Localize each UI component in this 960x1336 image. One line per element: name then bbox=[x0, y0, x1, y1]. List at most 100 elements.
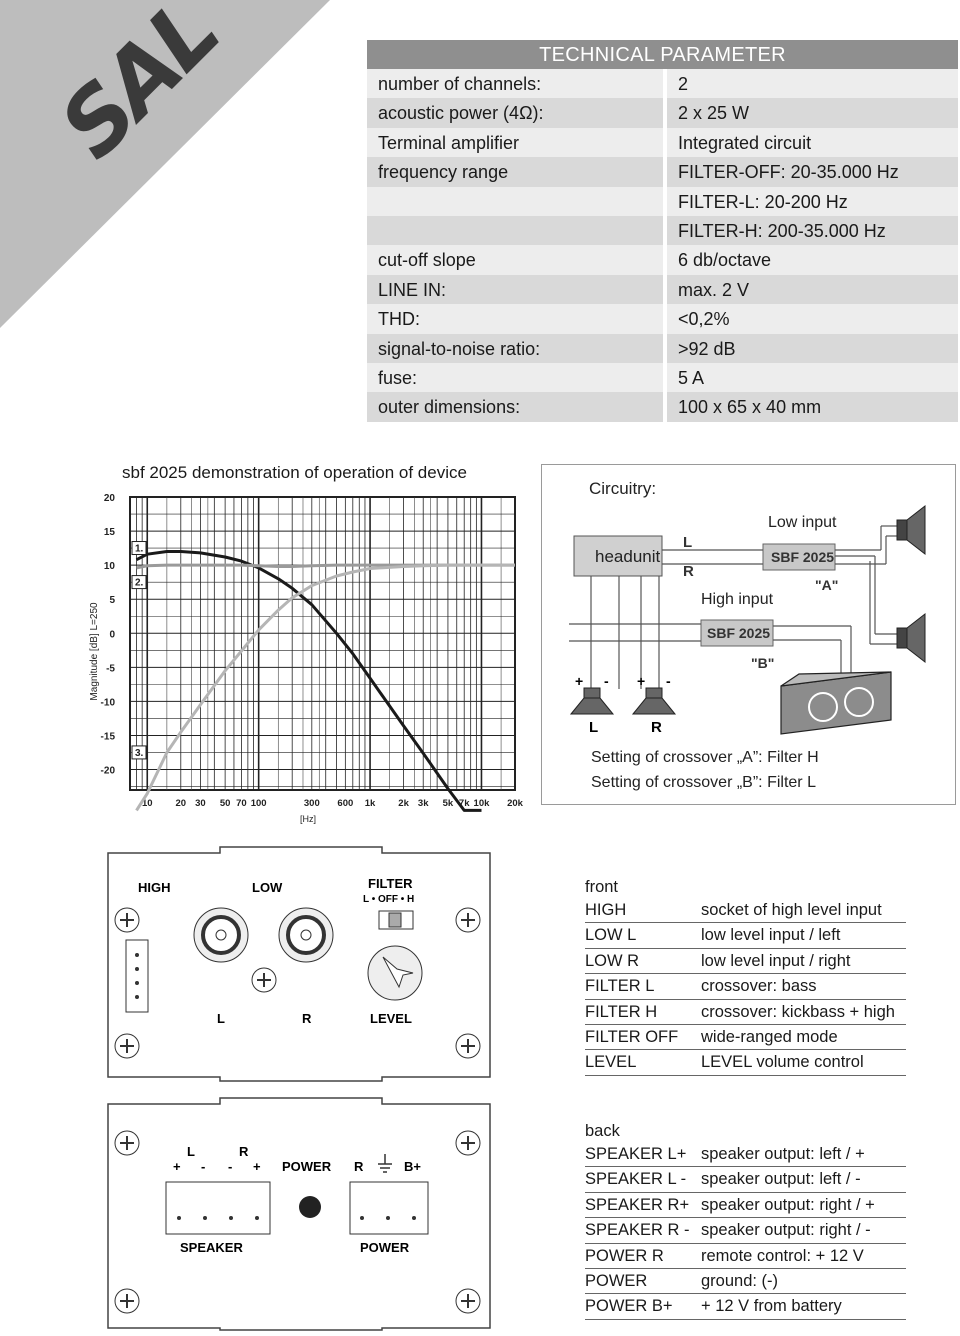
front-panel-drawing: HIGH LOW FILTER L • OFF • H L R LEVEL bbox=[107, 846, 491, 1082]
x-tick-label: 600 bbox=[337, 798, 353, 809]
speaker-terminal-block bbox=[165, 1181, 271, 1235]
sbf-b-box bbox=[700, 619, 774, 647]
table-row: POWER B++ 12 V from battery bbox=[585, 1294, 906, 1320]
level-knob bbox=[367, 945, 423, 1001]
spec-label: cut-off slope bbox=[367, 245, 663, 275]
spec-separator bbox=[663, 127, 667, 158]
series-3-line bbox=[135, 563, 515, 812]
back-bplus-term: B+ bbox=[404, 1159, 421, 1174]
front-low-label: LOW bbox=[252, 880, 283, 895]
front-table-header: front bbox=[585, 878, 619, 896]
spec-value: >92 dB bbox=[667, 333, 958, 363]
spec-row: FILTER-L: 20-200 Hz bbox=[367, 186, 958, 216]
row-key: SPEAKER R - bbox=[585, 1221, 690, 1240]
x-tick-label: 1k bbox=[365, 798, 376, 809]
back-r-term: R bbox=[354, 1159, 364, 1174]
sbf-b-label: SBF 2025 bbox=[707, 625, 770, 641]
spec-separator bbox=[663, 333, 667, 363]
back-term-3: - bbox=[228, 1159, 232, 1174]
row-key: POWER B+ bbox=[585, 1297, 673, 1316]
spec-value: max. 2 V bbox=[667, 274, 958, 305]
sbf-a-box bbox=[762, 543, 836, 571]
spec-row: fuse:5 A bbox=[367, 362, 958, 393]
row-description: remote control: + 12 V bbox=[701, 1246, 864, 1265]
spec-title: TECHNICAL PARAMETER bbox=[367, 40, 958, 69]
series-2-line bbox=[136, 563, 515, 570]
subwoofer-box bbox=[780, 671, 892, 735]
y-tick-label: 5 bbox=[109, 595, 115, 606]
spec-value: FILTER-L: 20-200 Hz bbox=[667, 186, 958, 216]
x-tick-label: 300 bbox=[304, 798, 320, 809]
row-key: SPEAKER L+ bbox=[585, 1145, 687, 1163]
back-table: back SPEAKER L+ speaker output: left / + S… bbox=[585, 1117, 906, 1320]
y-tick-label: -10 bbox=[101, 697, 116, 708]
y-tick-label: -5 bbox=[106, 663, 115, 674]
x-tick-label: 2k bbox=[398, 798, 409, 809]
front-r-label: R bbox=[302, 1011, 312, 1026]
demo-title: sbf 2025 demonstration of operation of d… bbox=[122, 463, 467, 482]
row-key: FILTER H bbox=[585, 1002, 658, 1021]
spec-value: <0,2% bbox=[667, 304, 958, 334]
row-description: socket of high level input bbox=[701, 901, 882, 919]
row-description: speaker output: left / - bbox=[701, 1170, 861, 1189]
spk-l-minus: - bbox=[604, 673, 609, 689]
spec-value: 6 db/octave bbox=[667, 245, 958, 275]
spec-row: LINE IN:max. 2 V bbox=[367, 274, 958, 305]
front-filter-label: FILTER bbox=[368, 876, 413, 891]
table-row: LOW R low level input / right bbox=[585, 949, 906, 975]
row-description: wide-ranged mode bbox=[701, 1027, 838, 1046]
row-description: LEVEL volume control bbox=[701, 1053, 864, 1072]
table-row: LEVEL LEVEL volume control bbox=[585, 1050, 906, 1076]
row-description: low level input / right bbox=[701, 951, 851, 970]
high-connector bbox=[125, 939, 149, 1013]
spec-separator bbox=[663, 245, 667, 275]
spec-row: signal-to-noise ratio:>92 dB bbox=[367, 333, 958, 363]
front-level-label: LEVEL bbox=[370, 1011, 412, 1026]
x-tick-label: 100 bbox=[251, 798, 267, 809]
back-r-label: R bbox=[239, 1144, 249, 1159]
spec-label: acoustic power (4Ω): bbox=[367, 98, 663, 128]
y-tick-label: -20 bbox=[101, 766, 116, 777]
spk-l-label: L bbox=[589, 719, 598, 736]
spk-r-label: R bbox=[651, 719, 662, 736]
x-tick-label: 10k bbox=[474, 798, 491, 809]
spec-row: outer dimensions:100 x 65 x 40 mm bbox=[367, 392, 958, 422]
power-led bbox=[299, 1196, 321, 1218]
spec-separator bbox=[663, 186, 667, 216]
back-table-header: back bbox=[585, 1122, 620, 1140]
table-row: SPEAKER R+speaker output: right / + bbox=[585, 1193, 906, 1219]
headunit-l-label: L bbox=[683, 534, 692, 551]
row-key: LEVEL bbox=[585, 1053, 637, 1072]
y-tick-label: 10 bbox=[104, 561, 116, 572]
row-description: speaker output: left / + bbox=[701, 1145, 865, 1163]
curve-label-box bbox=[131, 745, 147, 760]
rca-right bbox=[278, 907, 334, 963]
front-l-label: L bbox=[217, 1011, 225, 1026]
back-term-1: + bbox=[173, 1159, 181, 1174]
spec-label: Terminal amplifier bbox=[367, 127, 663, 158]
curve-label-box bbox=[131, 575, 147, 590]
x-tick-label: 70 bbox=[236, 798, 247, 809]
sbf-a-tag: "A" bbox=[815, 577, 838, 593]
plot-area bbox=[129, 496, 516, 791]
back-l-label: L bbox=[187, 1144, 195, 1159]
spk-r-plus: + bbox=[637, 673, 645, 689]
x-axis-label: [Hz] bbox=[300, 814, 316, 824]
row-description: speaker output: right / - bbox=[701, 1221, 871, 1240]
row-key: LOW R bbox=[585, 951, 640, 970]
spec-separator bbox=[663, 392, 667, 422]
corner-band bbox=[0, 0, 330, 328]
table-row: SPEAKER R - speaker output: right / - bbox=[585, 1218, 906, 1244]
back-term-2: - bbox=[201, 1159, 205, 1174]
spk-r-minus: - bbox=[666, 673, 671, 689]
spec-value: FILTER-H: 200-35.000 Hz bbox=[667, 215, 958, 246]
setting-b: Setting of crossover „B”: Filter L bbox=[591, 774, 816, 791]
curve-label-box bbox=[131, 541, 147, 556]
x-tick-label: 20k bbox=[507, 798, 524, 809]
